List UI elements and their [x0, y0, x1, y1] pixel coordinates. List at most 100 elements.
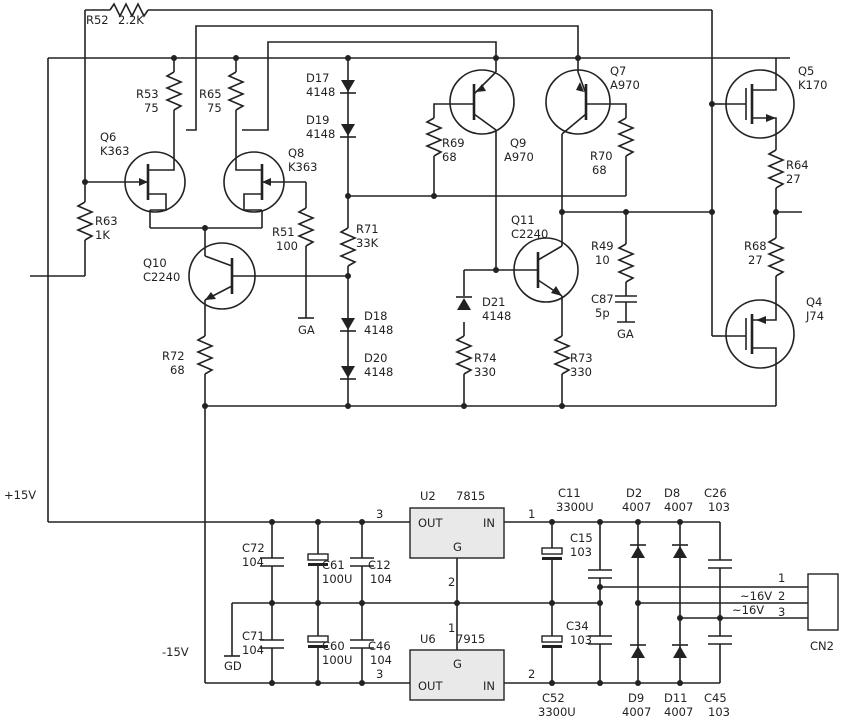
r70-ref: R70 — [590, 149, 613, 163]
q9-value: A970 — [504, 150, 534, 164]
d18-diode — [341, 318, 355, 330]
gd-label: GD — [224, 659, 242, 673]
q8-value: K363 — [288, 160, 318, 174]
r73-value: 330 — [570, 365, 592, 379]
r63-ref: R63 — [95, 214, 118, 228]
neg-rail-label: -15V — [162, 645, 189, 659]
component-labels: R52 2.2K R53 75 R65 75 Q6 K363 Q8 K363 R… — [4, 13, 834, 719]
r49-value: 10 — [595, 253, 610, 267]
u6-ref: U6 — [420, 632, 436, 646]
u6-part: 7915 — [456, 632, 485, 646]
r53-value: 75 — [144, 101, 159, 115]
r51-value: 100 — [276, 239, 298, 253]
d2-diode — [631, 546, 645, 558]
r64-value: 27 — [786, 172, 801, 186]
r51-ref: R51 — [272, 225, 295, 239]
c34-ref: C34 — [566, 619, 589, 633]
c87-ref: C87 — [591, 292, 614, 306]
d8-ref: D8 — [664, 486, 680, 500]
c12-value: 104 — [370, 572, 392, 586]
d20-ref: D20 — [364, 351, 388, 365]
c72-ref: C72 — [242, 541, 265, 555]
cn2-pin1: 1 — [778, 571, 785, 585]
q11-value: C2240 — [511, 227, 548, 241]
r71-ref: R71 — [356, 222, 379, 236]
d18-ref: D18 — [364, 309, 388, 323]
q6-value: K363 — [100, 144, 130, 158]
u2-pin3: 3 — [376, 507, 383, 521]
d20-value: 4148 — [364, 365, 393, 379]
q4-value: J74 — [805, 309, 824, 323]
r70-value: 68 — [592, 163, 607, 177]
junction-dots — [82, 55, 779, 686]
u2-g-label: G — [453, 540, 462, 554]
c11-value: 3300U — [556, 500, 594, 514]
u2-pin2: 2 — [448, 575, 455, 589]
r73-ref: R73 — [570, 351, 593, 365]
d19-diode — [341, 124, 355, 136]
cn2-pin2: 2 — [778, 589, 785, 603]
q7-value: A970 — [610, 78, 640, 92]
r74-ref: R74 — [474, 351, 497, 365]
q5-value: K170 — [798, 78, 828, 92]
d9-diode — [631, 646, 645, 658]
c12-ref: C12 — [368, 558, 391, 572]
u6-pin2: 2 — [528, 667, 535, 681]
c60-ref: C60 — [322, 639, 345, 653]
d11-diode — [673, 646, 687, 658]
d8-diode — [673, 546, 687, 558]
q6-jfet — [124, 151, 186, 213]
d21-ref: D21 — [482, 295, 506, 309]
c15-ref: C15 — [570, 531, 593, 545]
c71-value: 104 — [242, 643, 264, 657]
q8-jfet — [223, 151, 285, 213]
c11-ref: C11 — [558, 486, 581, 500]
ac-label-2: ~16V — [732, 603, 764, 617]
r69-value: 68 — [442, 150, 457, 164]
q9-pnp — [449, 69, 515, 135]
r71-value: 33K — [356, 236, 379, 250]
ac-label-1: ~16V — [740, 589, 772, 603]
u6-g-label: G — [453, 657, 462, 671]
c52-value: 3300U — [538, 705, 576, 719]
d11-ref: D11 — [664, 691, 688, 705]
cn2-ref: CN2 — [810, 639, 834, 653]
d20-diode — [341, 366, 355, 378]
q5-ref: Q5 — [798, 64, 814, 78]
q7-pnp — [545, 69, 611, 135]
q10-ref: Q10 — [143, 256, 167, 270]
cn2-connector — [807, 573, 839, 631]
c45-ref: C45 — [704, 691, 727, 705]
q6-ref: Q6 — [100, 130, 116, 144]
d17-value: 4148 — [306, 85, 335, 99]
r74-value: 330 — [474, 365, 496, 379]
q4-mosfet — [722, 299, 795, 369]
r65-value: 75 — [207, 101, 222, 115]
c87-value: 5p — [595, 306, 610, 320]
r64-ref: R64 — [786, 158, 809, 172]
r68-ref: R68 — [744, 239, 767, 253]
u6-pin1: 1 — [448, 621, 455, 635]
q11-npn — [513, 237, 579, 303]
q7-ref: Q7 — [610, 64, 626, 78]
d19-value: 4148 — [306, 127, 335, 141]
c34-value: 103 — [570, 633, 592, 647]
d21-value: 4148 — [482, 309, 511, 323]
c45-value: 103 — [708, 705, 730, 719]
d2-value: 4007 — [622, 500, 651, 514]
r72-value: 68 — [170, 363, 185, 377]
d9-ref: D9 — [628, 691, 644, 705]
d2-ref: D2 — [626, 486, 642, 500]
r49-ref: R49 — [591, 239, 614, 253]
d18-value: 4148 — [364, 323, 393, 337]
c15-value: 103 — [570, 545, 592, 559]
r52-ref: R52 — [86, 13, 109, 27]
q4-ref: Q4 — [806, 295, 822, 309]
d19-ref: D19 — [306, 113, 330, 127]
d8-value: 4007 — [664, 500, 693, 514]
c61-value: 100U — [322, 572, 352, 586]
c61-ref: C61 — [322, 558, 345, 572]
q10-value: C2240 — [143, 270, 180, 284]
r53-ref: R53 — [136, 87, 159, 101]
d9-value: 4007 — [622, 705, 651, 719]
